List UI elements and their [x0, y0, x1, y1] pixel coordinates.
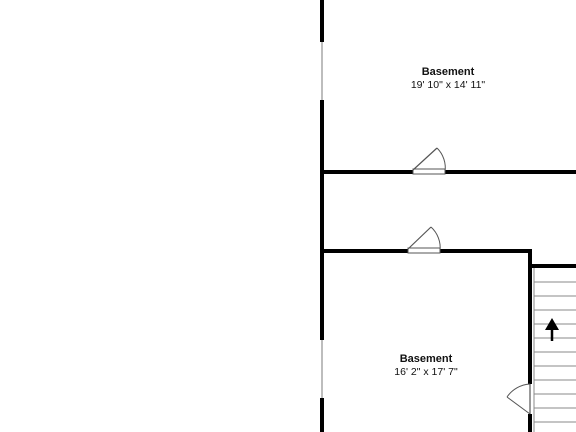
door-swing-icon	[407, 226, 441, 254]
room-name: Basement	[422, 66, 475, 78]
exterior-wall-left	[320, 0, 324, 432]
door-swing-icon	[506, 383, 531, 415]
room-dimensions: 19' 10" x 14' 11"	[411, 79, 486, 91]
stair-wall	[528, 249, 576, 432]
room-name: Basement	[400, 353, 453, 365]
room-dimensions: 16' 2" x 17' 7"	[394, 366, 458, 378]
door-swing-icon	[412, 147, 446, 175]
arrow-up-icon	[545, 318, 559, 341]
stairs-icon	[533, 268, 576, 432]
